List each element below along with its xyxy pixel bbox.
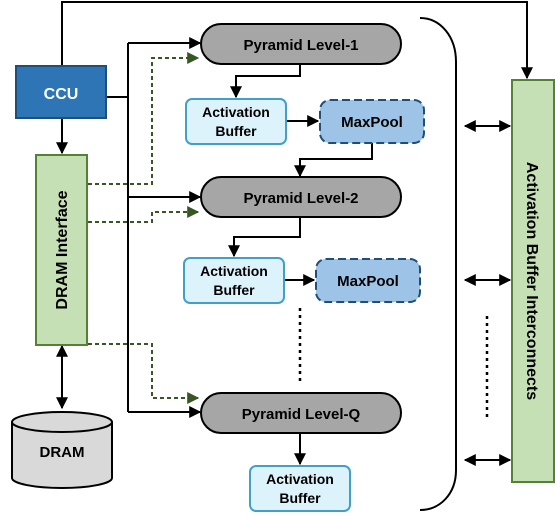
pyramid-level-1-label: Pyramid Level-1 <box>243 37 358 54</box>
dram-path-to-p1 <box>88 52 200 185</box>
maxpool-1: MaxPool <box>319 99 425 144</box>
dram-block: DRAM <box>11 411 113 489</box>
dram-path-to-pq <box>88 343 200 404</box>
activation-buffer-q: Activation Buffer <box>249 465 351 512</box>
p2-to-buffer2-arrow <box>228 217 301 258</box>
activation-buffer-1-line1: Activation <box>202 104 270 120</box>
activation-buffer-2-line1: Activation <box>200 263 268 279</box>
continuation-dots <box>298 308 489 420</box>
pyramid-level-2: Pyramid Level-2 <box>200 176 402 218</box>
activation-buffer-q-line1: Activation <box>266 471 334 487</box>
connectors <box>56 1 533 466</box>
activation-buffer-q-line2: Buffer <box>279 490 321 506</box>
interconnect-bracket <box>419 17 457 511</box>
maxpool-1-label: MaxPool <box>341 114 403 131</box>
pyramid-level-2-label: Pyramid Level-2 <box>243 190 358 207</box>
maxpool-2-label: MaxPool <box>337 273 399 290</box>
dram-data-paths <box>88 52 200 404</box>
dram-label: DRAM <box>40 444 85 461</box>
interconnect-label: Activation Buffer Interconnects <box>523 162 540 400</box>
maxpool1-to-p2-arrow <box>294 143 373 178</box>
pyramid-level-q-label: Pyramid Level-Q <box>242 406 361 423</box>
ccu-label: CCU <box>44 86 79 103</box>
interconnect-block: Activation Buffer Interconnects <box>511 79 555 483</box>
dram-path-to-p2 <box>88 206 200 223</box>
maxpool-2: MaxPool <box>315 258 421 303</box>
ccu-block: CCU <box>15 65 107 119</box>
activation-buffer-2-line2: Buffer <box>213 282 255 298</box>
activation-buffer-2: Activation Buffer <box>183 257 285 304</box>
p1-to-buffer1-arrow <box>230 63 301 99</box>
ccu-to-interconnect-line <box>61 1 533 80</box>
activation-buffer-1: Activation Buffer <box>185 98 287 145</box>
dram-interface-block: DRAM Interface <box>35 154 88 346</box>
pyramid-level-1: Pyramid Level-1 <box>200 23 402 65</box>
pyramid-level-q: Pyramid Level-Q <box>200 392 402 434</box>
activation-buffer-1-line2: Buffer <box>215 123 257 139</box>
dram-interface-label: DRAM Interface <box>54 190 71 309</box>
